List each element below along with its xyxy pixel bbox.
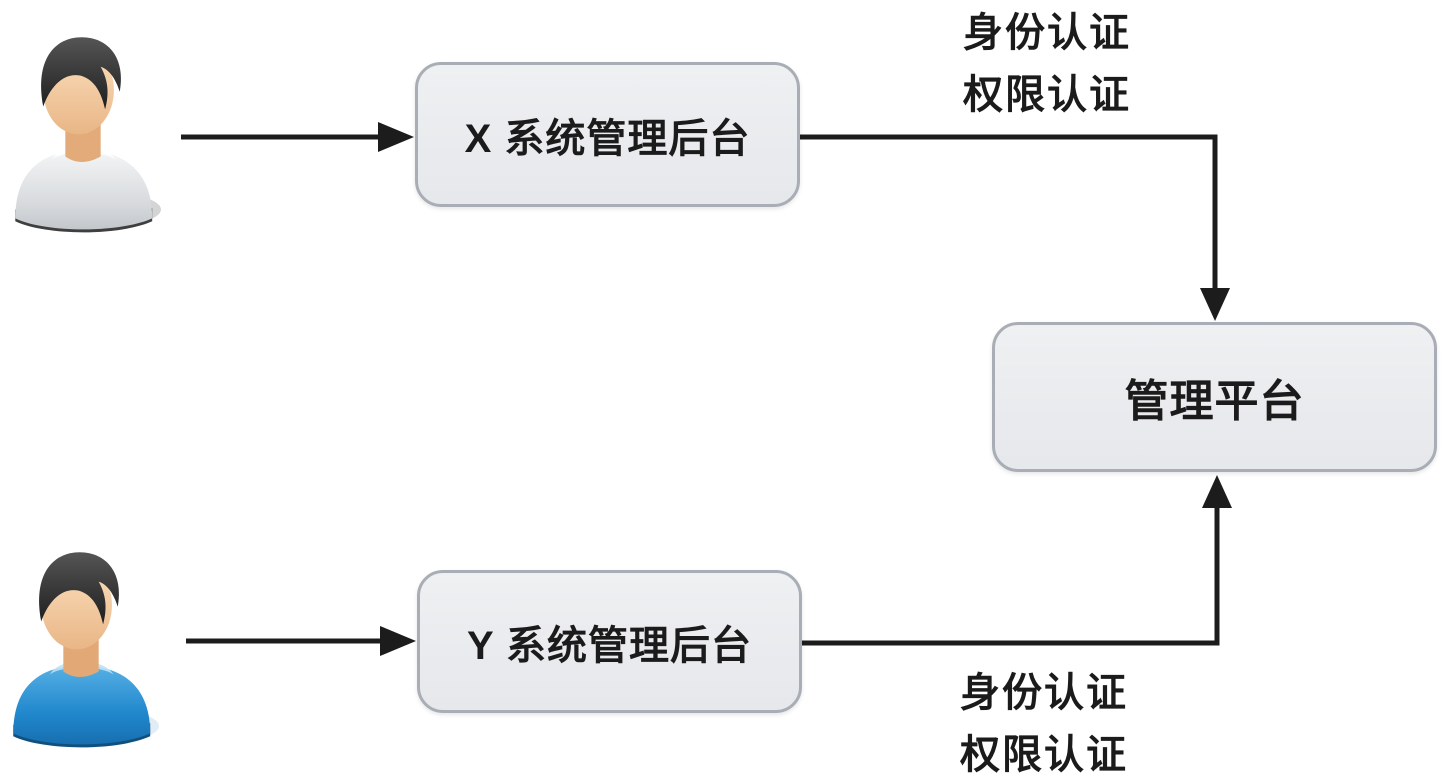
node-x-system-label: X 系统管理后台 [464,116,751,161]
arrow-user2-to-y-system [186,626,416,656]
auth-label-bottom: 身份认证 权限认证 [960,662,1128,782]
auth-label-top-line2: 权限认证 [963,73,1131,117]
node-y-system-label: Y 系统管理后台 [466,623,753,668]
user-blue-shirt-icon [0,536,162,759]
auth-label-bottom-line2: 权限认证 [960,733,1128,777]
node-y-system-backend: Y 系统管理后台 [417,570,802,713]
arrow-user1-to-x-system [181,122,414,152]
node-x-system-backend: X 系统管理后台 [415,62,800,207]
auth-label-bottom-line1: 身份认证 [960,671,1128,715]
node-management-platform: 管理平台 [992,322,1437,472]
user-gray-shirt-icon [2,24,164,241]
node-management-platform-label: 管理平台 [1124,377,1305,426]
arrow-y-system-to-platform [802,475,1232,646]
auth-label-top-line1: 身份认证 [963,11,1131,55]
auth-label-top: 身份认证 权限认证 [963,2,1131,126]
arrow-x-system-to-platform [800,134,1230,321]
